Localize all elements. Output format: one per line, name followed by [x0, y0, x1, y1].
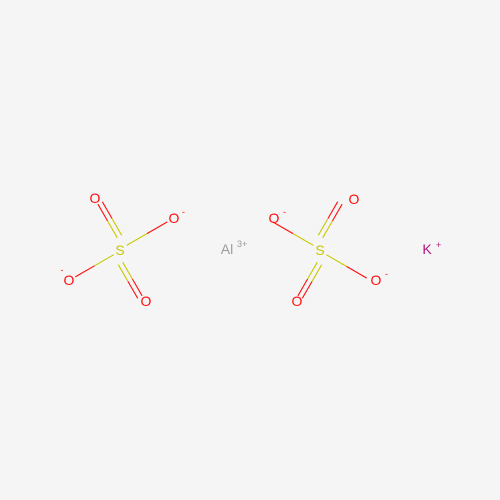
atom-o6-symbol: O: [349, 191, 360, 207]
atom-s1-symbol: S: [115, 242, 124, 258]
atom-o7: O: [292, 293, 303, 309]
atom-k-symbol: K: [422, 241, 432, 257]
atom-o2-charge: -: [182, 207, 185, 217]
bond-s2-o6: [317, 201, 343, 239]
bond-s2-o7: [297, 261, 323, 299]
atom-al-symbol: Al: [221, 241, 233, 257]
sulfate-group-2-bonds: [272, 201, 367, 299]
atom-o5-charge: -: [283, 207, 286, 217]
bond-s1-o3: [75, 254, 114, 278]
atom-o1: O: [90, 190, 101, 206]
bond-s1-o4: [117, 261, 143, 299]
bond-s1-o2: [126, 221, 168, 246]
atom-al: Al 3+: [221, 239, 247, 257]
atom-al-charge: 3+: [237, 239, 247, 249]
atom-o3: O -: [61, 265, 75, 288]
bond-s1-o1: [97, 201, 123, 239]
atom-o8-symbol: O: [371, 272, 382, 288]
sulfate-group-1-bonds: [75, 201, 168, 299]
atom-o7-symbol: O: [292, 293, 303, 309]
atom-labels: O O - S O - O Al 3+ O - O S O: [61, 190, 442, 309]
bond-s2-o5: [272, 221, 314, 246]
atom-s1: S: [115, 242, 124, 258]
atom-s2-symbol: S: [315, 242, 324, 258]
atom-s2: S: [315, 242, 324, 258]
bond-s2-o8: [326, 254, 367, 279]
atom-o2: O -: [169, 207, 185, 226]
atom-o8: O -: [371, 269, 388, 288]
atom-o2-symbol: O: [169, 210, 180, 226]
atom-o5-symbol: O: [269, 210, 280, 226]
atom-o6: O: [349, 191, 360, 207]
atom-o3-symbol: O: [64, 272, 75, 288]
atom-o1-symbol: O: [90, 190, 101, 206]
atom-o5: O -: [269, 207, 286, 226]
atom-o8-charge: -: [385, 269, 388, 279]
atom-k: K +: [422, 240, 441, 257]
atom-o3-charge: -: [61, 265, 64, 275]
atom-o4-symbol: O: [141, 293, 152, 309]
atom-k-charge: +: [436, 240, 441, 250]
atom-o4: O: [141, 293, 152, 309]
